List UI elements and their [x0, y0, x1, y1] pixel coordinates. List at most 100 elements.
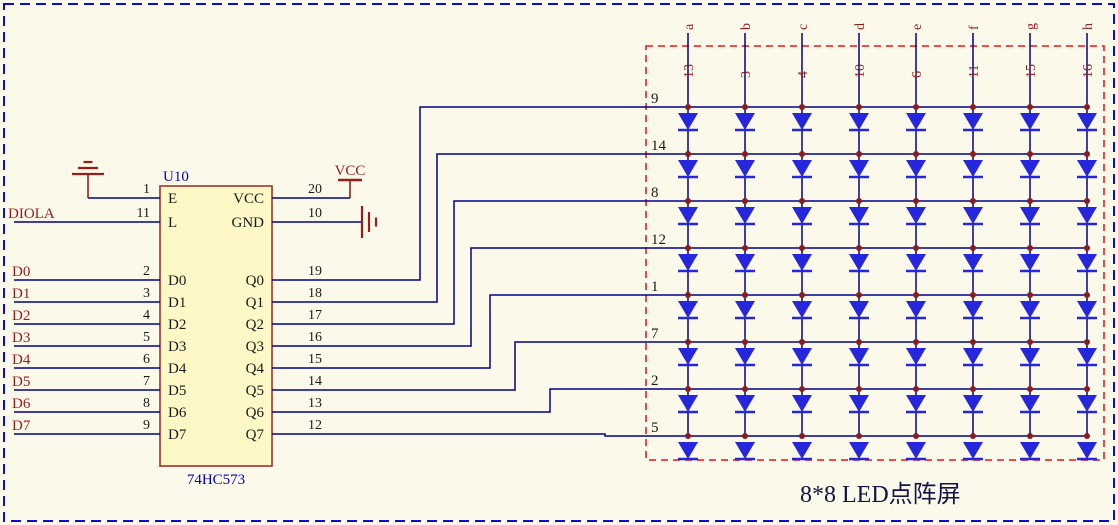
matrix-column-letter-0: a	[682, 23, 697, 30]
chip-pin-name-d1: D1	[168, 295, 186, 311]
junction-dot	[1027, 151, 1033, 157]
row-wire-7	[272, 433, 1087, 437]
junction-dot	[742, 104, 748, 110]
net-label-d3: D3	[12, 330, 30, 346]
matrix-column-letter-5: f	[967, 25, 982, 30]
led-anode-triangle	[849, 207, 869, 224]
junction-dot	[1084, 245, 1090, 251]
pin-number-3: 3	[143, 286, 150, 301]
led-anode-triangle	[1020, 442, 1040, 459]
net-label-d0: D0	[12, 264, 30, 280]
junction-dot	[742, 386, 748, 392]
junction-dot	[856, 339, 862, 345]
pin-number-5: 5	[143, 330, 150, 345]
junction-dot	[799, 151, 805, 157]
junction-dot	[1027, 198, 1033, 204]
chip-pin-name-d2: D2	[168, 317, 186, 333]
junction-dot	[742, 245, 748, 251]
led-anode-triangle	[963, 207, 983, 224]
matrix-column-pin-1: 3	[739, 71, 754, 78]
led-anode-triangle	[906, 207, 926, 224]
led-anode-triangle	[678, 442, 698, 459]
led-anode-triangle	[849, 160, 869, 177]
junction-dot	[1027, 433, 1033, 439]
chip-pin-name-d0: D0	[168, 273, 186, 289]
wires-layer	[14, 33, 1088, 437]
led-anode-triangle	[1020, 348, 1040, 365]
led-anode-triangle	[678, 254, 698, 271]
junction-dot	[685, 104, 691, 110]
matrix-boundary-box	[645, 45, 1105, 461]
net-label-d5: D5	[12, 374, 30, 390]
junction-dot	[856, 433, 862, 439]
led-anode-triangle	[849, 348, 869, 365]
led-anode-triangle	[963, 301, 983, 318]
pin-number-7: 7	[143, 374, 150, 389]
junction-dot	[970, 292, 976, 298]
led-anode-triangle	[735, 113, 755, 130]
led-anode-triangle	[792, 348, 812, 365]
pin-number-6: 6	[143, 352, 150, 367]
pin-number-18: 18	[308, 286, 322, 301]
led-anode-triangle	[1020, 301, 1040, 318]
junction-dot	[799, 386, 805, 392]
chip-pin-name-q7: Q7	[246, 427, 265, 443]
led-anode-triangle	[1077, 442, 1097, 459]
led-anode-triangle	[792, 395, 812, 412]
pin-number-16: 16	[308, 330, 322, 345]
led-anode-triangle	[792, 254, 812, 271]
chip-designator: U10	[163, 169, 189, 185]
pin-number-13: 13	[308, 396, 322, 411]
led-anode-triangle	[735, 254, 755, 271]
junction-dot	[913, 198, 919, 204]
led-anode-triangle	[906, 301, 926, 318]
pin-number-9: 9	[143, 418, 150, 433]
matrix-row-pin-2: 8	[651, 185, 659, 201]
led-matrix-layer	[678, 104, 1097, 461]
junction-dot	[799, 198, 805, 204]
pin-number-15: 15	[308, 352, 322, 367]
chip-pin-name-q5: Q5	[246, 383, 264, 399]
matrix-row-pin-6: 2	[651, 373, 659, 389]
junction-dot	[970, 386, 976, 392]
junction-dot	[685, 292, 691, 298]
chip-pin-name-q2: Q2	[246, 317, 264, 333]
chip-pin-name-d3: D3	[168, 339, 186, 355]
junction-dot	[913, 339, 919, 345]
led-anode-triangle	[678, 301, 698, 318]
junction-dot	[799, 104, 805, 110]
led-anode-triangle	[906, 160, 926, 177]
chip-pin-name-d6: D6	[168, 405, 187, 421]
matrix-column-letter-1: b	[739, 23, 754, 30]
led-anode-triangle	[678, 348, 698, 365]
matrix-column-letter-6: g	[1024, 23, 1039, 30]
pin-number-19: 19	[308, 264, 322, 279]
led-anode-triangle	[678, 207, 698, 224]
pin-number-20: 20	[308, 182, 322, 197]
row-wire-0	[272, 106, 1087, 281]
row-wire-6	[272, 388, 1087, 413]
led-anode-triangle	[906, 254, 926, 271]
led-anode-triangle	[792, 207, 812, 224]
led-anode-triangle	[1077, 395, 1097, 412]
pin-number-4: 4	[143, 308, 150, 323]
led-anode-triangle	[849, 301, 869, 318]
net-label-diola: DIOLA	[8, 206, 55, 222]
net-label-d7: D7	[12, 418, 31, 434]
junction-dot	[1084, 198, 1090, 204]
junction-dot	[913, 386, 919, 392]
junction-dot	[742, 151, 748, 157]
junction-dot	[1027, 339, 1033, 345]
net-label-d4: D4	[12, 352, 31, 368]
vcc-label: VCC	[335, 163, 366, 179]
row-wire-2	[272, 200, 1087, 325]
junction-dot	[913, 104, 919, 110]
pin-number-2: 2	[143, 264, 150, 279]
matrix-column-pin-7: 16	[1081, 64, 1096, 78]
junction-dot	[1084, 292, 1090, 298]
led-anode-triangle	[849, 395, 869, 412]
matrix-column-pin-4: 6	[910, 71, 925, 78]
led-anode-triangle	[849, 254, 869, 271]
junction-dot	[1027, 104, 1033, 110]
